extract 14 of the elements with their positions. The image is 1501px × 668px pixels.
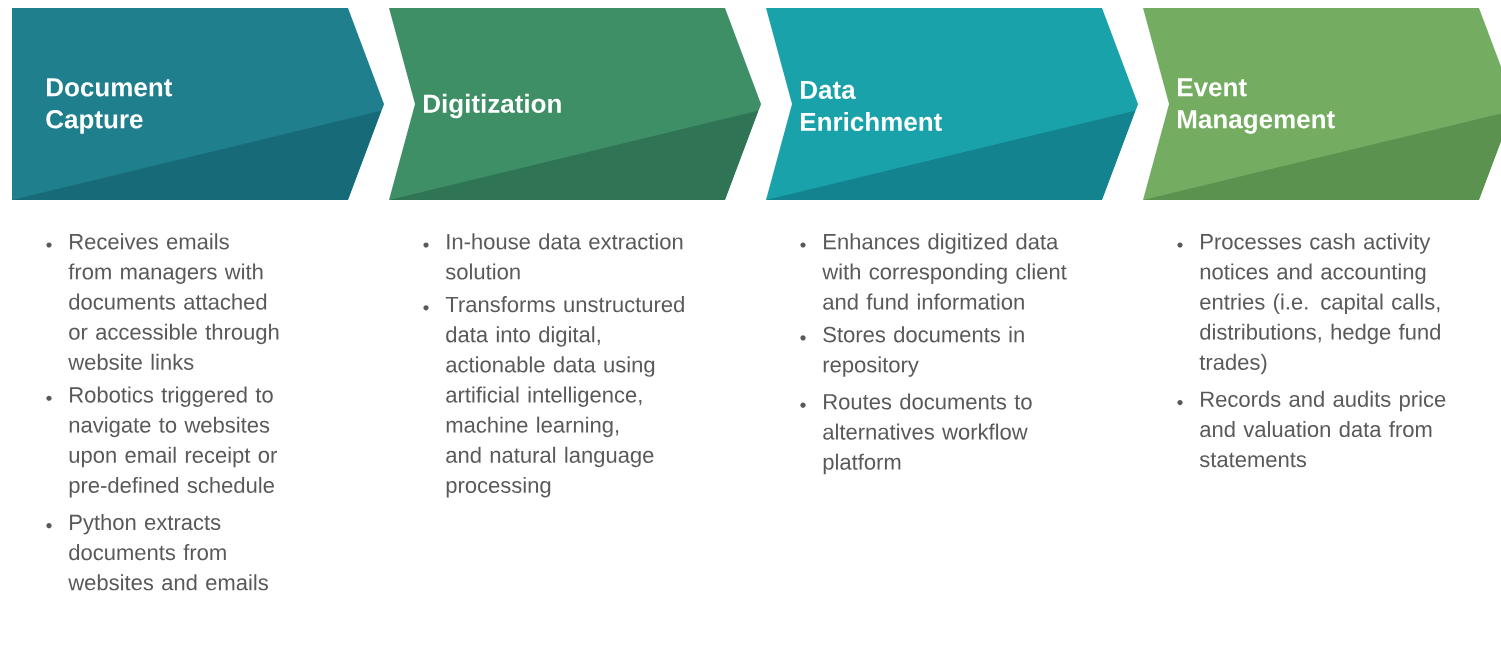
bullet-text: Routes documents to alternatives workflow platform xyxy=(800,393,1032,475)
bullet-text: Receives emails from managers with documents attached or accessible through website links xyxy=(46,233,279,370)
step-banner: Digitization xyxy=(389,8,761,200)
step-banner: Document Capture xyxy=(12,8,384,200)
bullet-text: In-house data extraction solution xyxy=(423,233,683,280)
bullet-text: Stores documents in repository xyxy=(800,326,1024,377)
bullet-text: Robotics triggered to navigate to websites upon email receipt or pre-defined schedule xyxy=(46,386,277,498)
bullet-text: Transforms unstructured data into digital, actionable data using artificial intelligence, machine learning, and natural language processing xyxy=(423,296,684,498)
bullet-text: Processes cash activity notices and accounting entries (i.e. capital calls, distributions, hedge fund trades) xyxy=(1177,233,1440,375)
bullet-text: Python extracts documents from websites and emails xyxy=(46,513,268,591)
bullet-text: Enhances digitized data with corresponding client and fund information xyxy=(800,233,1067,310)
step-banner: Event Management xyxy=(1143,8,1501,200)
bullet-text: Records and audits price and valuation data from statements xyxy=(1177,390,1446,468)
step-banner: Data Enrichment xyxy=(766,8,1138,200)
